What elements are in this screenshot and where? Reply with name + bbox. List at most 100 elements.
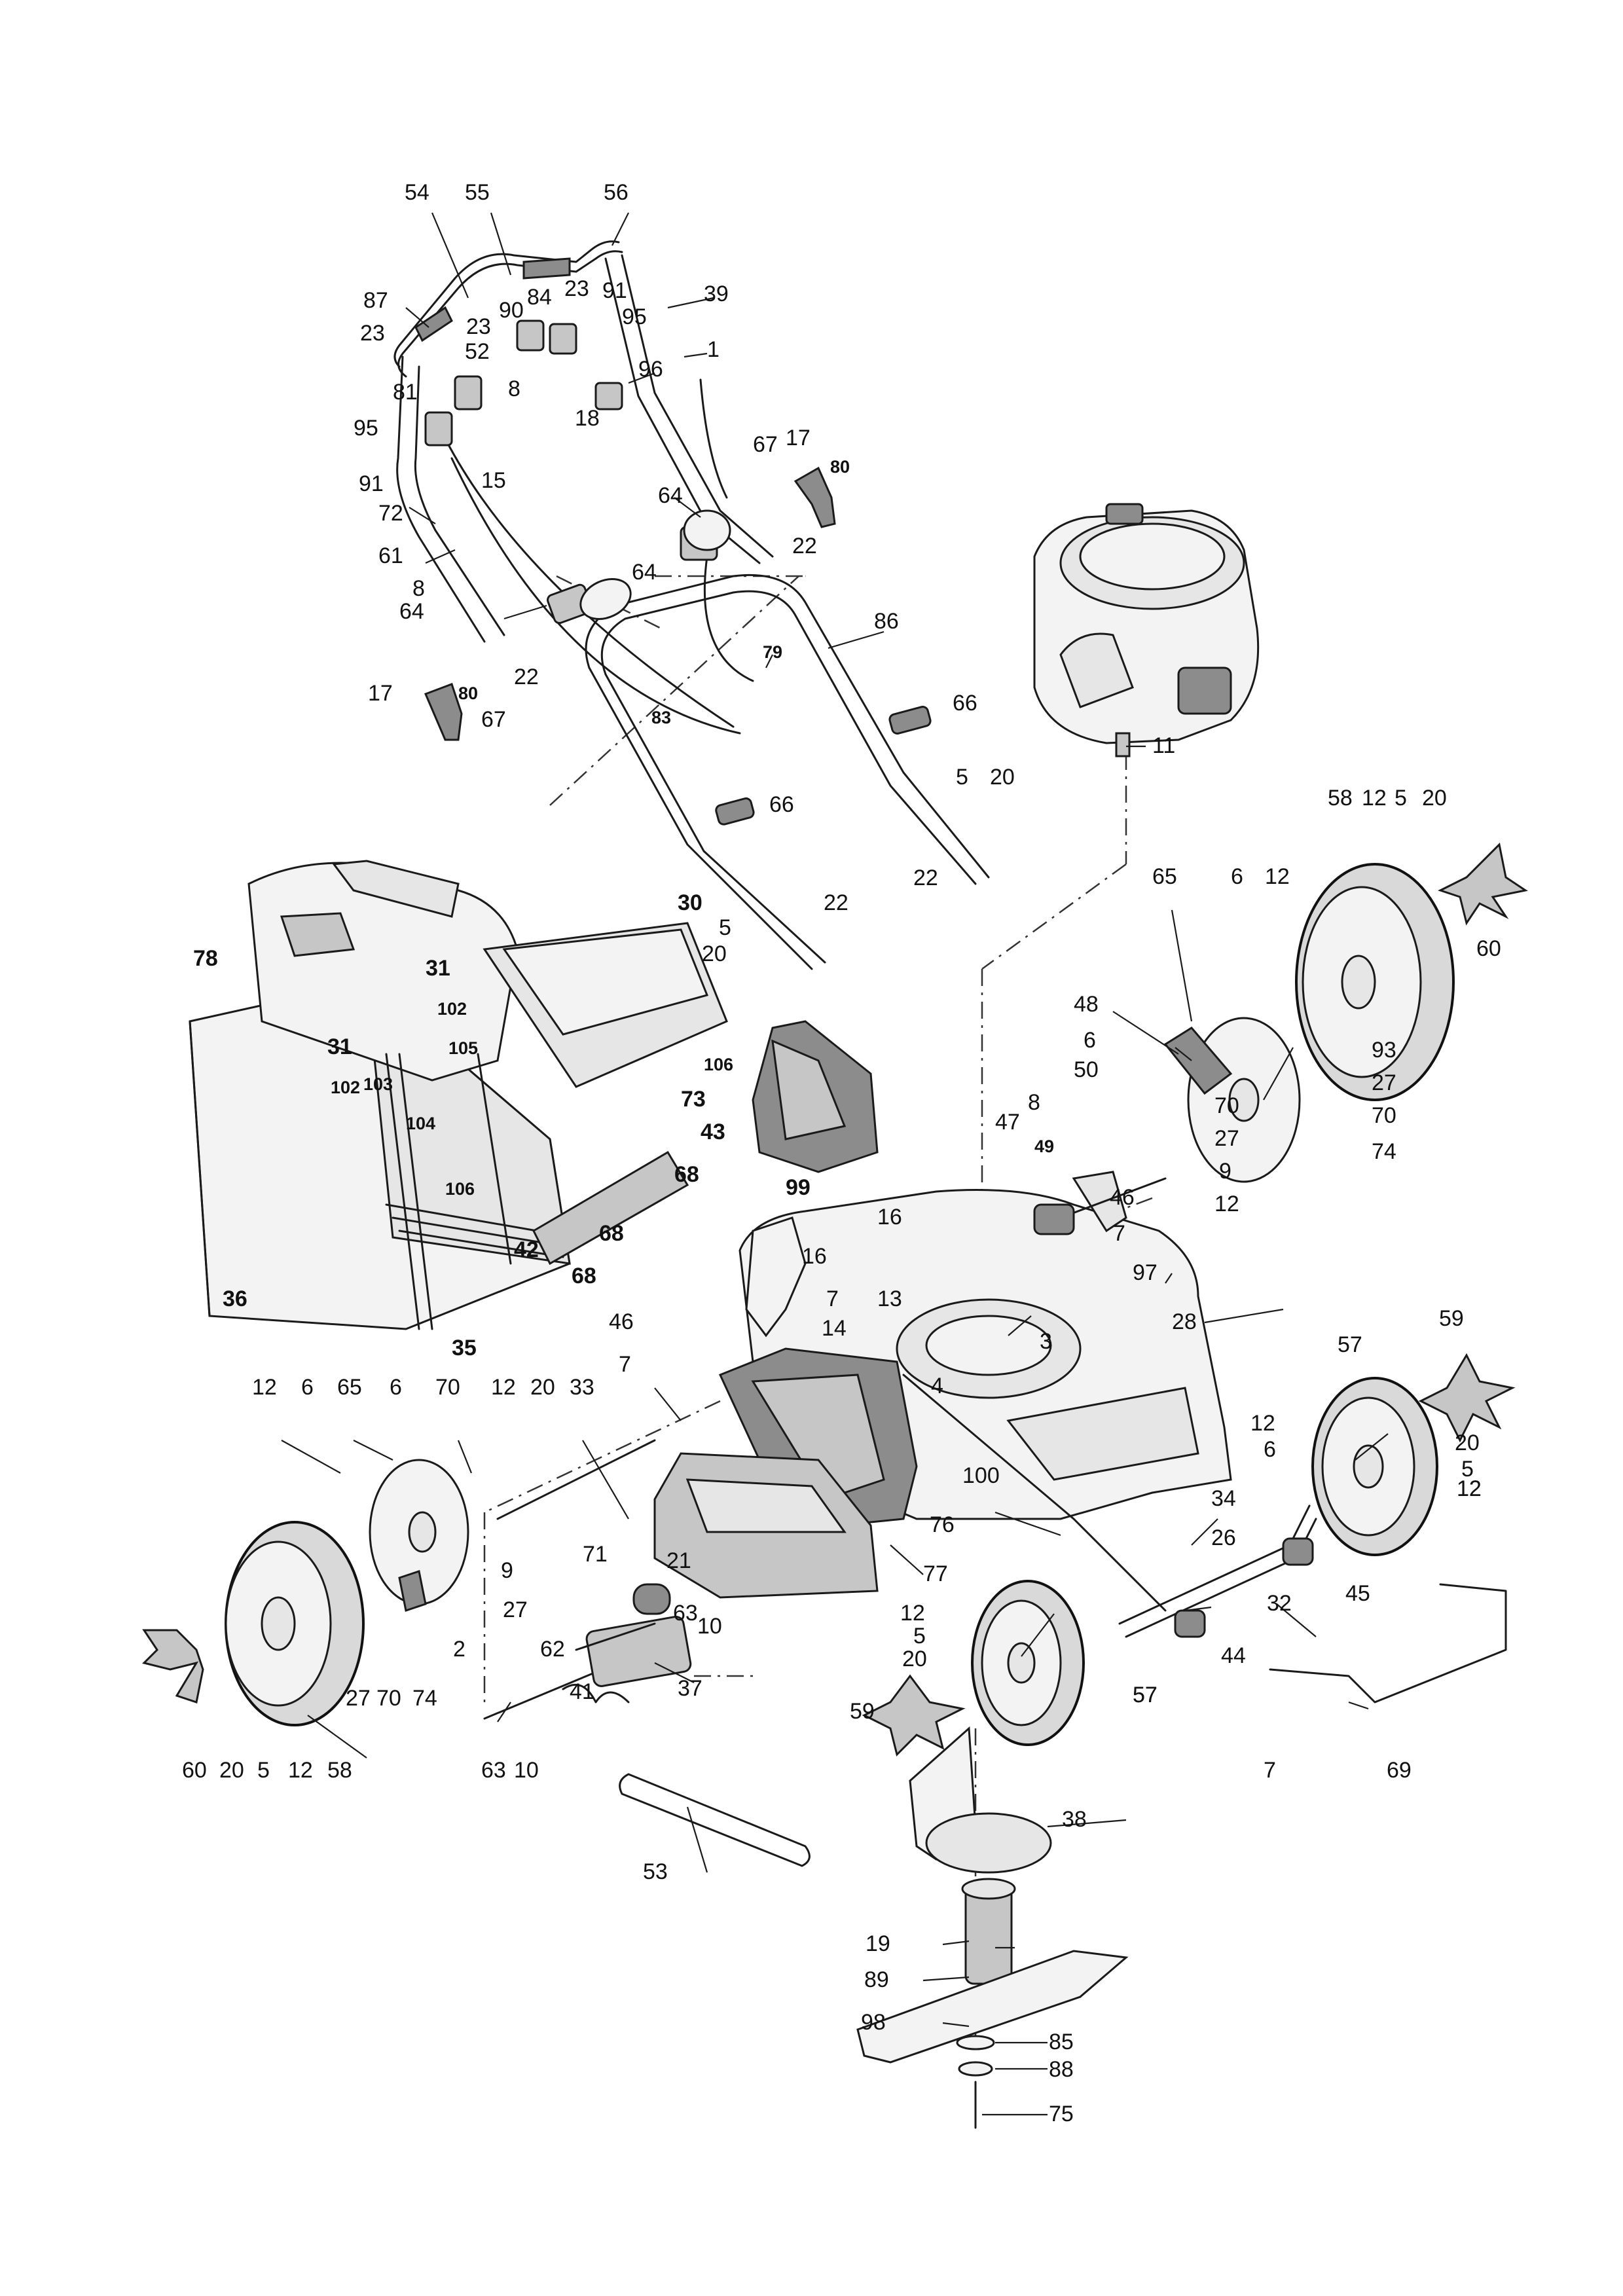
leader-lines: [281, 212, 1389, 2116]
label-16: 16: [877, 1205, 902, 1230]
label-18: 18: [575, 406, 600, 431]
label-12: 12: [1457, 1476, 1482, 1501]
label-31: 31: [327, 1034, 352, 1059]
label-63: 63: [673, 1601, 698, 1626]
label-54: 54: [405, 180, 429, 205]
label-23: 23: [360, 321, 385, 346]
label-58: 58: [327, 1758, 352, 1783]
label-64: 64: [632, 560, 657, 585]
label-52: 52: [465, 339, 490, 364]
fan-cover-right: [1438, 842, 1528, 926]
label-27: 27: [1372, 1070, 1396, 1095]
label-12: 12: [900, 1601, 925, 1626]
label-84: 84: [527, 285, 552, 310]
label-57: 57: [1338, 1332, 1362, 1357]
label-26: 26: [1211, 1525, 1236, 1550]
label-6: 6: [390, 1375, 402, 1400]
label-6: 6: [1264, 1437, 1276, 1462]
label-50: 50: [1074, 1057, 1099, 1082]
label-47: 47: [995, 1110, 1020, 1135]
cables: [444, 378, 754, 735]
label-58: 58: [1328, 786, 1353, 811]
label-69: 69: [1387, 1758, 1412, 1783]
label-12: 12: [1265, 864, 1290, 889]
label-7: 7: [619, 1352, 631, 1377]
label-75: 75: [1049, 2102, 1074, 2126]
label-105: 105: [448, 1038, 478, 1058]
lower-handle: [585, 574, 990, 970]
label-17: 17: [368, 681, 393, 706]
label-57: 57: [1133, 1683, 1158, 1707]
label-22: 22: [792, 534, 817, 558]
label-9: 9: [501, 1558, 513, 1583]
hubcap-rear-right: [1163, 1017, 1301, 1183]
blade-assembly: [856, 1726, 1129, 2129]
label-106: 106: [445, 1179, 475, 1199]
label-8: 8: [508, 376, 520, 401]
label-32: 32: [1267, 1591, 1292, 1616]
label-16: 16: [802, 1244, 827, 1269]
label-68: 68: [674, 1162, 699, 1187]
handle-clips: [424, 319, 932, 826]
label-6: 6: [1084, 1028, 1096, 1053]
label-5: 5: [719, 915, 731, 940]
label-44: 44: [1221, 1643, 1246, 1668]
label-60: 60: [182, 1758, 207, 1783]
label-91: 91: [602, 278, 627, 303]
height-lever: [1033, 1171, 1167, 1235]
label-28: 28: [1172, 1309, 1197, 1334]
label-46: 46: [1110, 1185, 1135, 1210]
label-15: 15: [481, 468, 506, 493]
label-71: 71: [583, 1542, 608, 1567]
label-4: 4: [931, 1374, 943, 1398]
label-103: 103: [363, 1074, 393, 1094]
label-27: 27: [346, 1686, 371, 1711]
label-61: 61: [378, 543, 403, 568]
wheel-rear-right: [1295, 863, 1455, 1101]
label-33: 33: [570, 1375, 594, 1400]
label-22: 22: [824, 890, 848, 915]
label-80: 80: [830, 457, 850, 477]
label-10: 10: [514, 1758, 539, 1783]
label-97: 97: [1133, 1260, 1158, 1285]
drive-belt: [619, 1773, 811, 1867]
label-7: 7: [826, 1286, 839, 1311]
label-106: 106: [704, 1055, 733, 1074]
label-37: 37: [678, 1676, 702, 1701]
label-53: 53: [643, 1859, 668, 1884]
label-87: 87: [363, 288, 388, 313]
label-67: 67: [753, 432, 778, 457]
engine: [1033, 503, 1260, 757]
label-8: 8: [1028, 1090, 1040, 1115]
label-8: 8: [412, 576, 425, 601]
label-88: 88: [1049, 2057, 1074, 2082]
label-85: 85: [1049, 2030, 1074, 2054]
label-38: 38: [1062, 1807, 1087, 1832]
wheel-front-left: [971, 1580, 1085, 1746]
label-41: 41: [570, 1679, 594, 1704]
label-74: 74: [412, 1686, 437, 1711]
label-22: 22: [514, 665, 539, 689]
label-6: 6: [1231, 864, 1243, 889]
label-83: 83: [651, 708, 671, 727]
label-63: 63: [481, 1758, 506, 1783]
label-7: 7: [1113, 1221, 1125, 1246]
label-30: 30: [678, 890, 702, 915]
label-6: 6: [301, 1375, 314, 1400]
label-46: 46: [609, 1309, 634, 1334]
label-99: 99: [786, 1175, 811, 1200]
label-13: 13: [877, 1286, 902, 1311]
label-102: 102: [331, 1078, 360, 1097]
front-fan-covers: [862, 1353, 1516, 1757]
label-62: 62: [540, 1637, 565, 1662]
label-27: 27: [503, 1597, 528, 1622]
label-90: 90: [499, 298, 524, 323]
label-20: 20: [530, 1375, 555, 1400]
wheel-front-right: [1311, 1377, 1438, 1556]
label-80: 80: [458, 683, 478, 703]
label-64: 64: [399, 599, 424, 624]
label-65: 65: [337, 1375, 362, 1400]
label-74: 74: [1372, 1139, 1396, 1164]
label-36: 36: [223, 1286, 247, 1311]
